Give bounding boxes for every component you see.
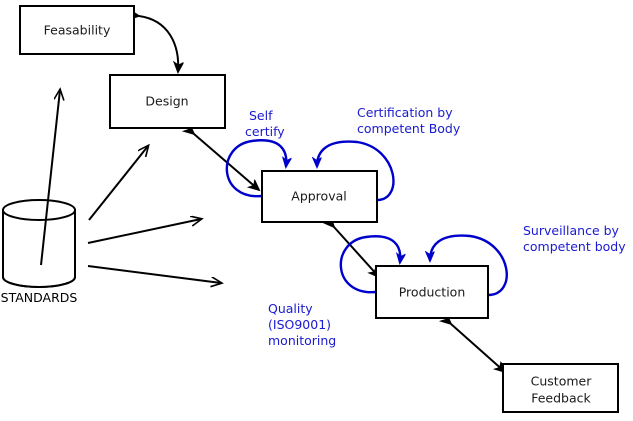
customer-feedback-label-line2: Feedback <box>531 391 591 406</box>
edge-standards-to-production[interactable] <box>87 265 221 283</box>
edge-approval-to-production[interactable] <box>334 227 379 277</box>
node-customer-feedback[interactable]: Customer Feedback <box>502 363 619 413</box>
annotation-self-certify: Self certify <box>245 108 285 139</box>
quality-line1: Quality <box>268 301 313 316</box>
quality-line2: (ISO9001) <box>268 317 331 332</box>
standards-label: STANDARDS <box>1 290 78 305</box>
annotation-quality-iso9001-monitoring: Quality (ISO9001) monitoring <box>268 301 336 348</box>
edge-standards-to-feasability[interactable] <box>40 90 60 266</box>
self-certify-line1: Self <box>249 108 273 123</box>
edge-design-to-feasability[interactable] <box>139 16 178 72</box>
surveillance-line2: competent body <box>523 239 626 254</box>
node-approval[interactable]: Approval <box>261 170 378 223</box>
feasability-label: Feasability <box>44 23 111 38</box>
self-certify-line2: certify <box>245 124 285 139</box>
edge-standards-to-design[interactable] <box>88 146 148 221</box>
design-label: Design <box>145 94 188 109</box>
design-box <box>109 74 226 129</box>
node-feasability[interactable]: Feasability <box>19 5 135 55</box>
standards-cylinder-body <box>2 209 76 288</box>
node-production[interactable]: Production <box>375 265 489 319</box>
annotation-certification-by-competent-body: Certification by competent Body <box>357 105 461 136</box>
approval-label: Approval <box>291 189 346 204</box>
approval-box <box>261 170 378 223</box>
edge-standards-to-approval[interactable] <box>87 219 201 244</box>
loop-self-certify[interactable] <box>225 139 286 198</box>
annotation-surveillance-by-competent-body: Surveillance by competent body <box>523 223 626 254</box>
feasability-box <box>19 5 135 55</box>
production-box <box>375 265 489 319</box>
node-design[interactable]: Design <box>109 74 226 129</box>
certification-line2: competent Body <box>357 121 461 136</box>
node-standards[interactable]: STANDARDS <box>1 199 78 305</box>
loop-quality-monitoring[interactable] <box>339 235 400 294</box>
standards-cylinder-top <box>2 199 76 221</box>
production-label: Production <box>399 285 466 300</box>
edge-production-to-customer-feedback[interactable] <box>451 324 505 372</box>
customer-feedback-box <box>502 363 619 413</box>
surveillance-line1: Surveillance by <box>523 223 620 238</box>
certification-line1: Certification by <box>357 105 453 120</box>
loop-surveillance-by-competent-body[interactable] <box>430 234 508 297</box>
loop-certification-by-competent-body[interactable] <box>317 140 395 202</box>
customer-feedback-label-line1: Customer <box>531 374 593 389</box>
standards-cylinder-bottom <box>2 276 76 288</box>
quality-line3: monitoring <box>268 333 336 348</box>
